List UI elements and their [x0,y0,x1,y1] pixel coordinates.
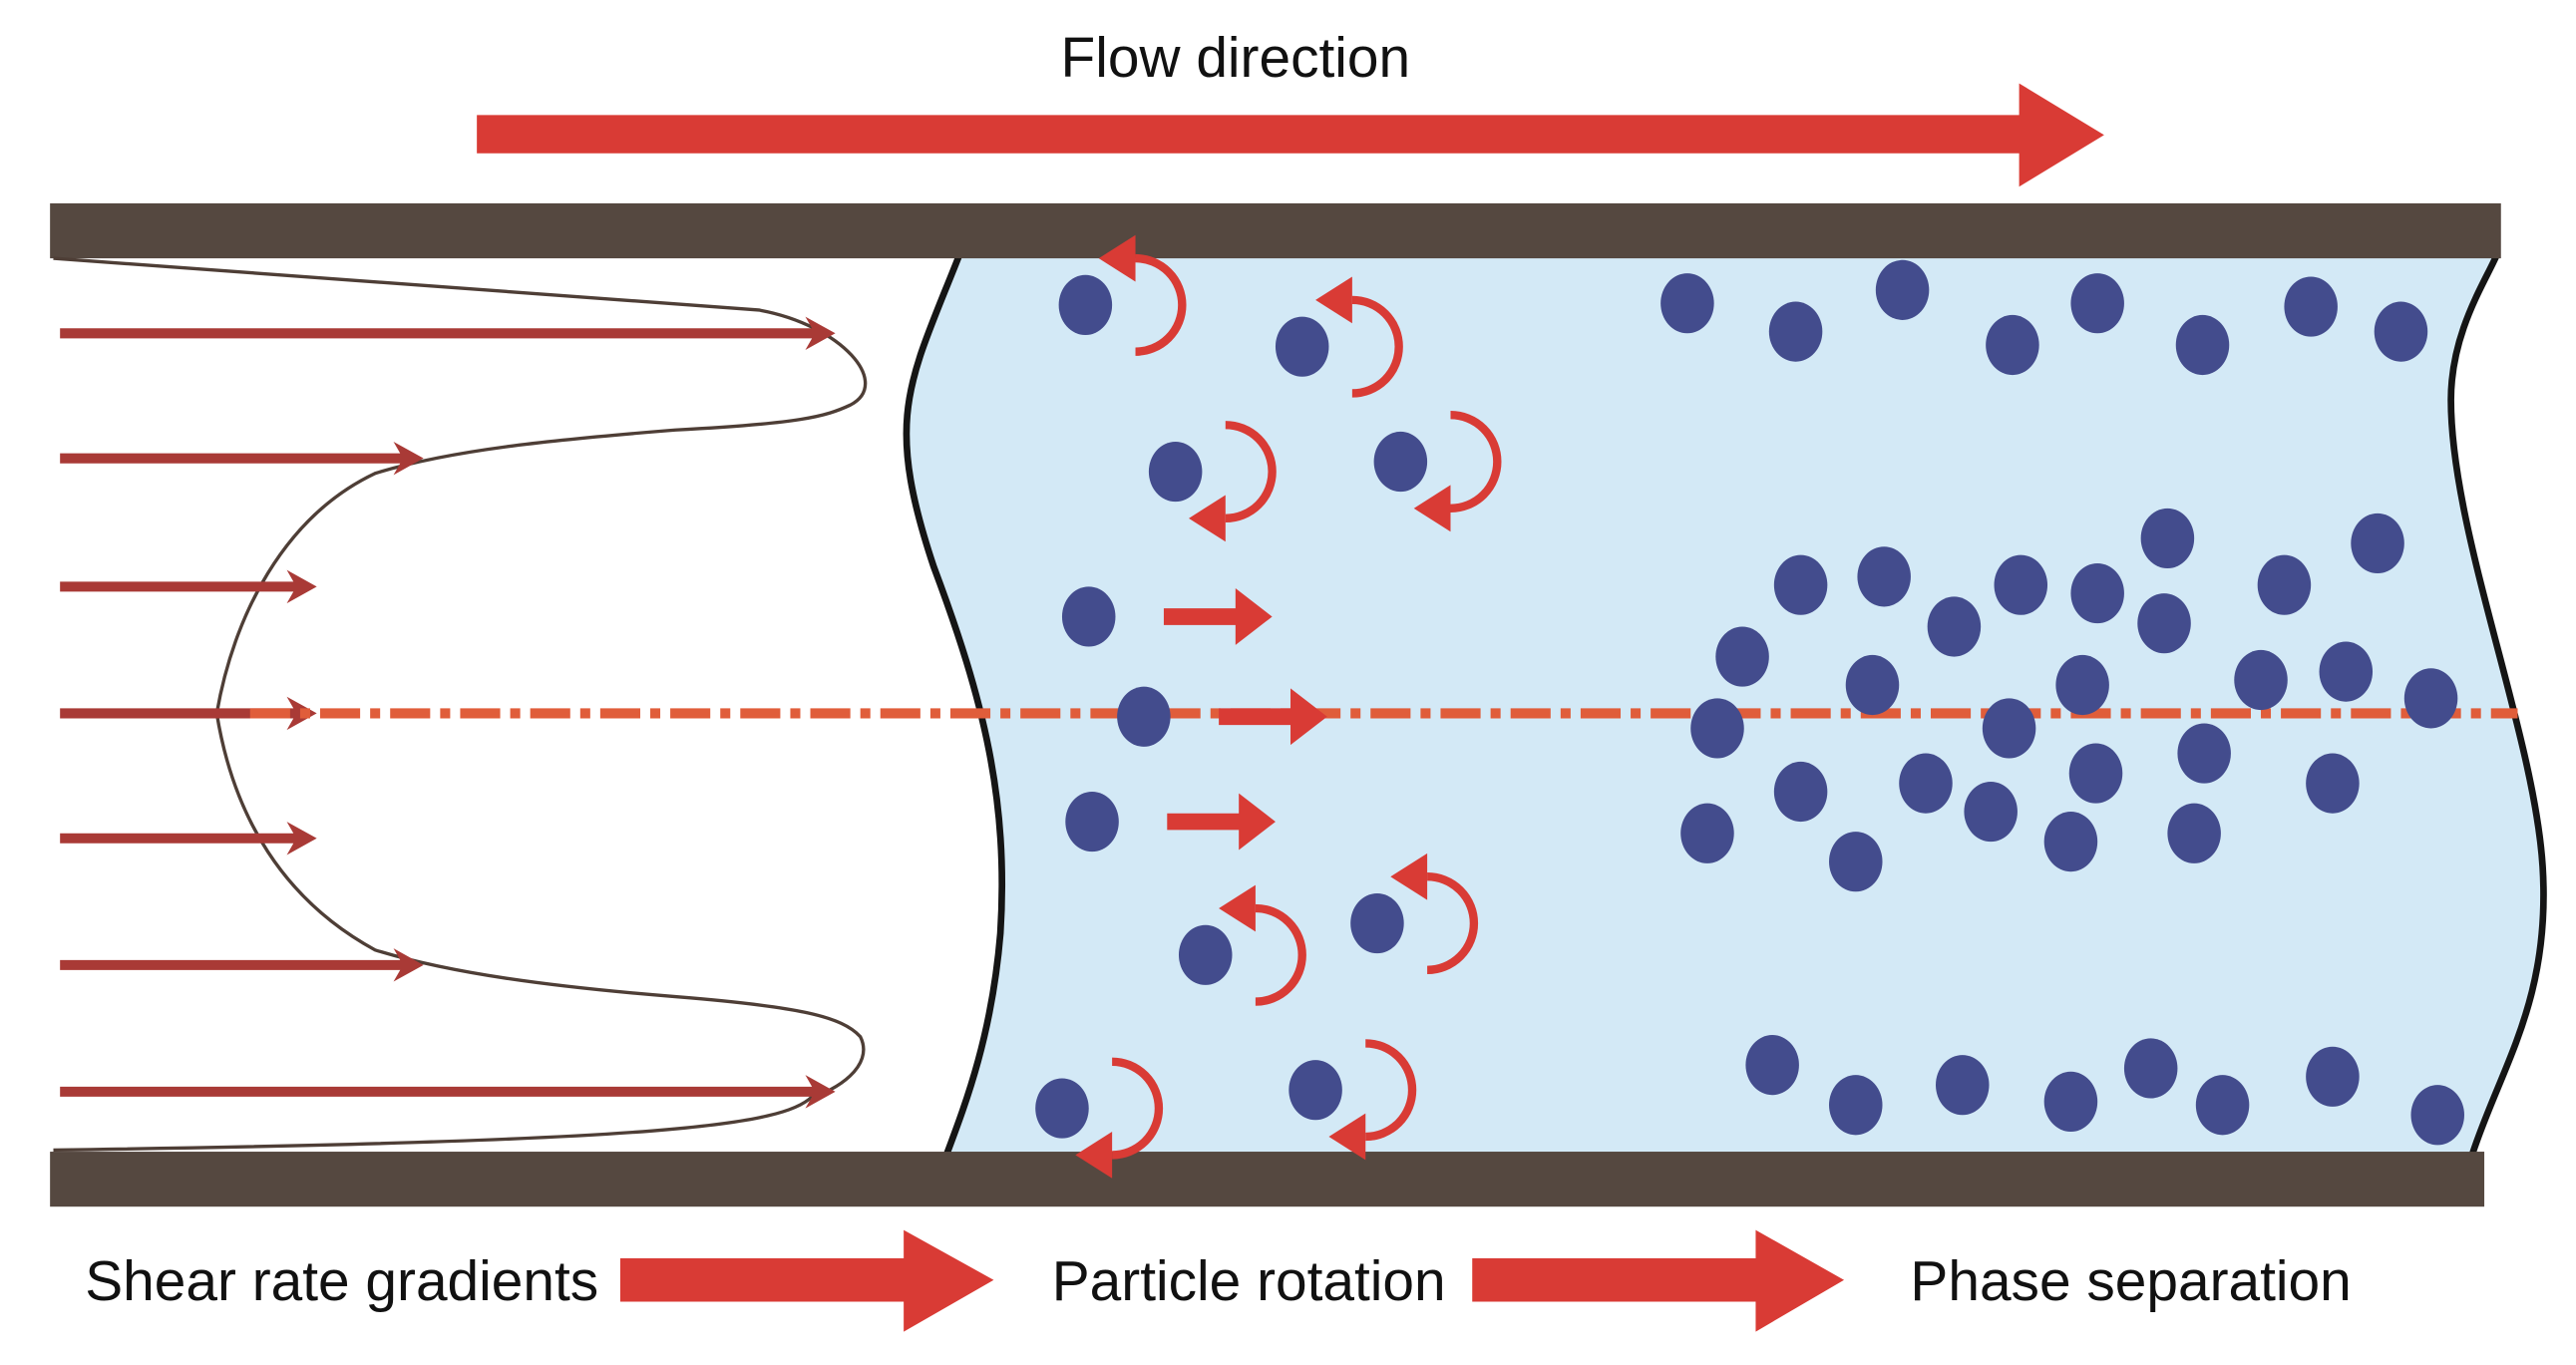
rotation-arrowhead [1075,1131,1113,1179]
particle [2234,649,2288,711]
stage-label-phase-separation: Phase separation [1910,1250,2351,1313]
particle [1773,554,1828,615]
translation-arrow [1167,793,1276,851]
particle [2306,753,2360,814]
particle [2195,1075,2250,1136]
rotation-arc [1365,1039,1417,1142]
rotation-arc [1255,903,1306,1006]
particle [1829,832,1883,892]
translation-arrow [1219,688,1327,746]
rotation-arrowhead [1413,485,1451,532]
particle [2403,668,2458,729]
rotation-arrowhead [1315,276,1352,324]
flow-direction-arrow [477,83,2104,187]
particle [2351,512,2404,574]
particle [1768,301,1823,362]
rotation-arc [1112,1057,1164,1160]
particle [1373,431,1428,493]
particle [1680,803,1734,863]
stage-arrow-1 [619,1229,994,1332]
particle [1986,314,2039,376]
stage-arrow-2 [1472,1229,1845,1332]
separated-particles [1660,259,2464,1146]
rotating-particles [1035,234,1502,1179]
rotation-arc [1135,253,1187,356]
particle [1275,316,1329,377]
particle [2410,1085,2464,1146]
particle [1148,441,1203,503]
rotation-arrowhead [1189,495,1226,542]
translation-arrow [1163,588,1273,645]
particle [2374,301,2428,362]
rotation-arrowhead [1390,853,1428,900]
particle [2043,1071,2098,1132]
particle [1350,892,1404,954]
rotation-arrowhead [1219,884,1256,932]
particle [1065,791,1119,853]
particle [1288,1060,1342,1121]
particle [1829,1075,1883,1136]
particle [2257,554,2312,615]
velocity-arrow [60,316,836,351]
particle [2284,276,2338,337]
velocity-arrow [60,441,424,476]
stage-label-shear-rate-gradients: Shear rate gradients [85,1250,598,1313]
particle [1660,273,1714,334]
particle [2070,562,2124,624]
particle [2043,812,2098,872]
velocity-arrow [60,822,317,855]
particle [1994,554,2048,615]
stage-label-particle-rotation: Particle rotation [1052,1250,1446,1313]
rotation-arc [1351,295,1403,398]
particle [1035,1078,1089,1139]
particle [1773,761,1828,823]
particle [2137,593,2191,654]
particle [2070,273,2124,334]
particle [2068,743,2123,804]
particle [1058,274,1113,335]
particle [2177,723,2231,784]
right-interface [2447,255,2547,1155]
rotation-arc [1225,421,1277,523]
particle [1964,781,2018,843]
translating-particles [1061,586,1327,853]
particle [2319,641,2374,702]
particle [2140,508,2195,568]
left-interface [903,255,1005,1155]
particle [1982,698,2036,759]
velocity-arrow [60,696,317,731]
particle [2175,314,2230,376]
particle [1061,586,1116,647]
particle [1899,753,1953,814]
rotation-arrowhead [1098,234,1136,282]
particle [2123,1038,2178,1099]
velocity-arrow [60,1075,836,1109]
particle [1857,546,1911,607]
bottom-wall [50,1152,2485,1207]
particle [1936,1055,1990,1116]
top-wall [50,202,2501,259]
particle [1875,259,1930,320]
particle [1117,686,1171,747]
particle [1845,654,1900,716]
particle [2167,803,2221,863]
rotation-arc [1450,411,1502,513]
rotation-arc [1426,872,1479,975]
velocity-arrow [60,569,317,604]
velocity-profile-curve [53,256,868,1153]
particle [1927,596,1982,657]
rotation-arrowhead [1328,1113,1366,1161]
particle [1715,626,1769,687]
velocity-arrows [60,316,836,1109]
particle [1745,1035,1799,1096]
velocity-arrow [60,948,424,982]
particle [2055,654,2109,716]
particle [1690,698,1744,759]
flow-direction-title: Flow direction [1061,27,1411,90]
particle [1178,924,1233,985]
particle [2306,1046,2360,1107]
